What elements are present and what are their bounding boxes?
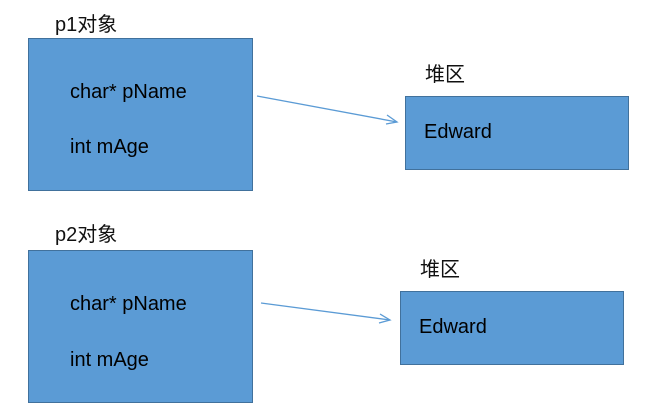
object-title: p1对象 <box>55 14 118 36</box>
field-pname: char* pName <box>70 293 187 315</box>
heap-box: Edward <box>405 96 629 170</box>
field-mage: int mAge <box>70 136 149 158</box>
heap-box: Edward <box>400 291 624 365</box>
object-box: char* pName int mAge <box>28 38 253 191</box>
object-title: p2对象 <box>55 224 118 246</box>
pointer-arrow <box>256 95 398 123</box>
arrowhead <box>378 313 392 324</box>
arrowhead <box>385 114 399 125</box>
pointer-arrow <box>260 302 391 321</box>
heap-label: 堆区 <box>420 259 460 281</box>
field-mage: int mAge <box>70 349 149 371</box>
heap-value: Edward <box>419 316 487 338</box>
heap-value: Edward <box>424 121 492 143</box>
field-pname: char* pName <box>70 81 187 103</box>
object-box: char* pName int mAge <box>28 250 253 403</box>
heap-label: 堆区 <box>425 64 465 86</box>
